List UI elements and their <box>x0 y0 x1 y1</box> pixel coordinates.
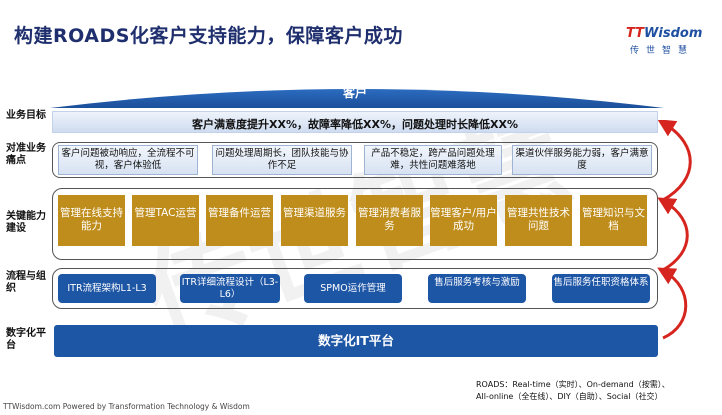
arrow-curve <box>657 267 688 340</box>
row-label-platform: 数字化平台 <box>6 328 46 351</box>
arrow-curve <box>657 197 689 272</box>
capability-box: 管理TAC运营 <box>132 195 199 246</box>
pain-point: 问题处理周期长，团队技能与协作不足 <box>212 145 352 175</box>
capability-box: 管理消费者服务 <box>356 195 423 246</box>
roof-label: 客户 <box>342 86 367 100</box>
roads-legend-line: All-online（全在线）、DIY（自助）、Social（社交） <box>476 392 663 401</box>
pain-points-band <box>52 142 658 178</box>
capability-box: 管理客户/用户成功 <box>430 195 497 246</box>
logo-wordmark: TTWisdom <box>626 26 703 41</box>
pain-point: 客户问题被动响应，全流程不可视，客户体验低 <box>58 145 198 175</box>
customer-roof <box>50 89 664 108</box>
process-box: 售后服务考核与激励 <box>428 274 526 303</box>
process-box: 售后服务任职资格体系 <box>552 274 650 303</box>
row-label-process: 流程与组织 <box>6 271 46 294</box>
process-band <box>52 268 658 309</box>
roads-legend: ROADS：Real-time（实时）、On-demand（按需）、 All-o… <box>476 379 716 403</box>
arrow-curve <box>657 120 692 202</box>
logo: TTWisdom 传世智慧 <box>626 26 706 60</box>
feedback-arrows <box>657 120 692 340</box>
capability-box: 管理渠道服务 <box>281 195 348 246</box>
row-label-capability: 关键能力建设 <box>6 211 46 234</box>
logo-subtitle: 传世智慧 <box>630 46 695 56</box>
row-label-pain: 对准业务痛点 <box>6 143 46 166</box>
goal-text: 客户满意度提升XX%，故障率降低XX%，问题处理时长降低XX% <box>192 118 518 131</box>
capability-box: 管理在线支持能力 <box>58 195 125 246</box>
capability-band <box>52 188 658 260</box>
pain-point: 产品不稳定，跨产品问题处理难，共性问题难落地 <box>364 145 502 175</box>
process-box: SPMO运作管理 <box>304 274 402 303</box>
footer-copyright: TTWisdom.com Powered by Transformation T… <box>3 402 250 411</box>
roads-legend-line: ROADS：Real-time（实时）、On-demand（按需）、 <box>476 380 670 389</box>
capability-box: 管理备件运营 <box>206 195 273 246</box>
capability-box: 管理知识与文档 <box>580 195 647 246</box>
page-title: 构建ROADS化客户支持能力，保障客户成功 <box>14 25 403 47</box>
digital-platform: 数字化IT平台 <box>54 325 658 357</box>
process-box: ITR流程架构L1-L3 <box>58 274 156 303</box>
process-box: ITR详细流程设计（L3-L6） <box>180 274 280 303</box>
capability-box: 管理共性技术问题 <box>505 195 572 246</box>
pain-point: 渠道伙伴服务能力弱，客户满意度 <box>512 145 652 175</box>
row-label-goal: 业务目标 <box>6 110 46 121</box>
